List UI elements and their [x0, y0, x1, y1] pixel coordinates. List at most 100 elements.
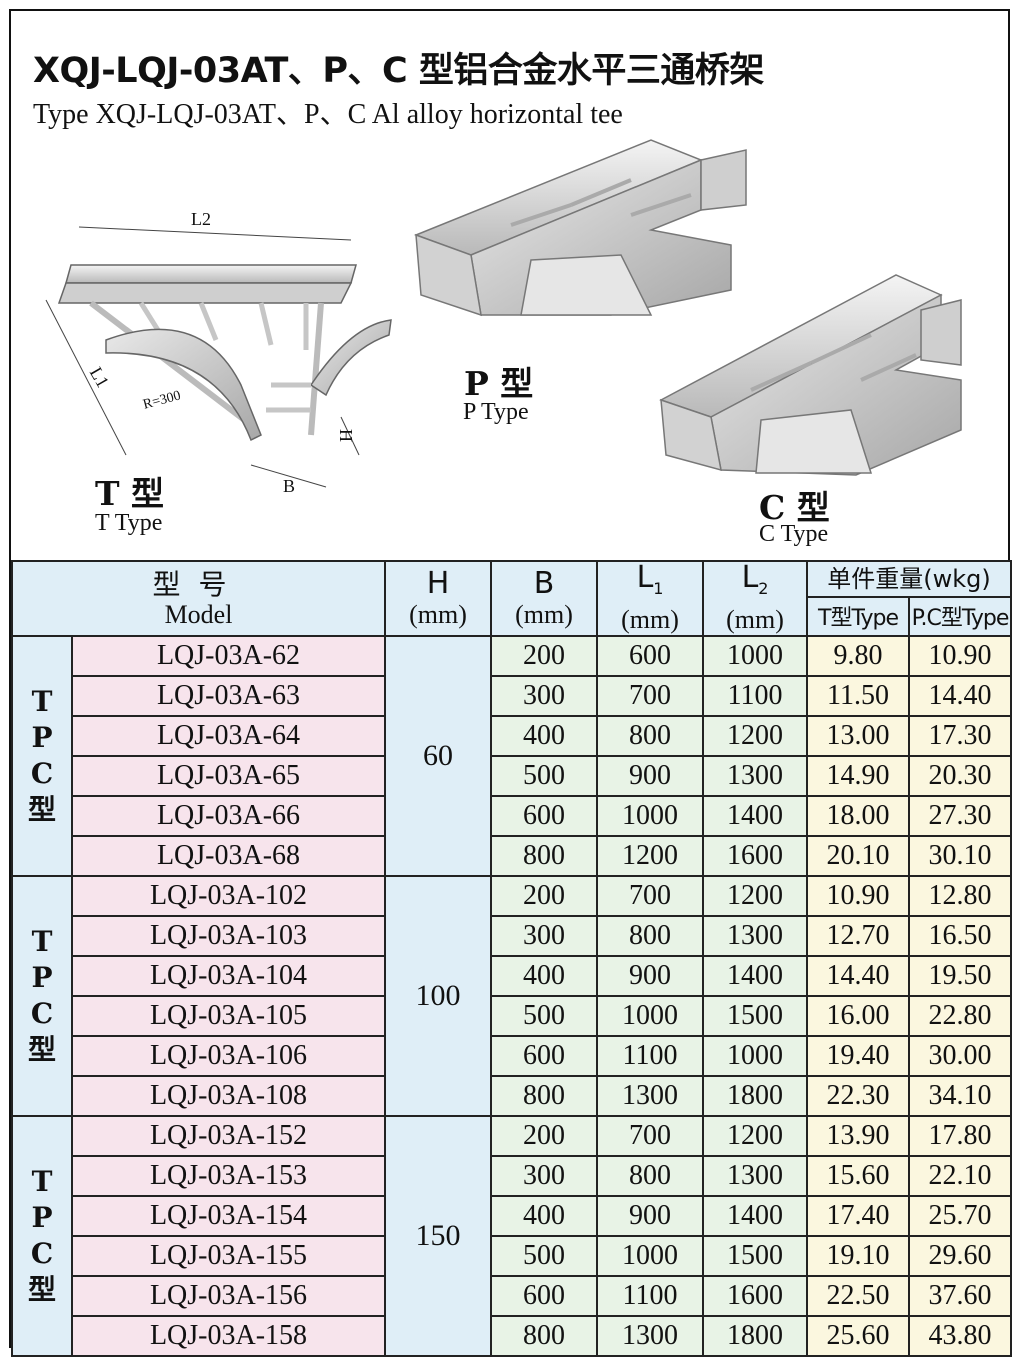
l2-cell: 1300	[702, 1155, 809, 1197]
l1-cell: 800	[596, 915, 705, 957]
l2-cell: 1400	[702, 1195, 809, 1237]
group-type-letter: C	[30, 757, 54, 790]
weight-t-cell: 12.70	[806, 915, 911, 957]
l1-cell: 1100	[596, 1275, 705, 1317]
model-cell: LQJ-03A-65	[70, 755, 387, 797]
model-cell: LQJ-03A-153	[70, 1155, 387, 1197]
b-cell: 800	[490, 1315, 599, 1357]
header-model-cn: 型号	[152, 567, 245, 601]
l2-cell: 1200	[702, 1115, 809, 1157]
l2-cell: 1000	[702, 1035, 809, 1077]
l2-cell: 1200	[702, 875, 809, 917]
l2-cell: 1000	[702, 635, 809, 677]
group-type-letter: P	[31, 1201, 53, 1234]
weight-t-cell: 20.10	[806, 835, 911, 877]
page-title: XQJ-LQJ-03AT、P、C 型铝合金水平三通桥架	[33, 51, 764, 91]
model-cell: LQJ-03A-154	[70, 1195, 387, 1237]
weight-t-cell: 25.60	[806, 1315, 911, 1357]
model-cell: LQJ-03A-63	[70, 675, 387, 717]
group-type-letter: 型	[27, 793, 56, 826]
weight-pc-cell: 10.90	[908, 635, 1013, 677]
product-drawings	[45, 139, 962, 488]
weight-pc-cell: 12.80	[908, 875, 1013, 917]
weight-t-cell: 14.90	[806, 755, 911, 797]
group-type-letter: T	[31, 1165, 53, 1198]
c-type-label-en: C Type	[759, 521, 829, 547]
c-type-drawing	[659, 274, 962, 476]
l1-cell: 900	[596, 1195, 705, 1237]
l2-cell: 1600	[702, 835, 809, 877]
l1-cell: 1000	[596, 795, 705, 837]
l1-cell: 900	[596, 755, 705, 797]
weight-t-cell: 14.40	[806, 955, 911, 997]
weight-t-cell: 22.30	[806, 1075, 911, 1117]
l2-cell: 1500	[702, 1235, 809, 1277]
weight-pc-cell: 37.60	[908, 1275, 1013, 1317]
weight-pc-cell: 43.80	[908, 1315, 1013, 1357]
l2-cell: 1300	[702, 915, 809, 957]
model-cell: LQJ-03A-103	[70, 915, 387, 957]
model-cell: LQJ-03A-66	[70, 795, 387, 837]
model-cell: LQJ-03A-62	[70, 635, 387, 677]
b-cell: 400	[490, 715, 599, 757]
weight-pc-cell: 27.30	[908, 795, 1013, 837]
header-model: 型号 Model	[10, 560, 387, 637]
p-type-drawing	[413, 139, 747, 317]
weight-t-cell: 11.50	[806, 675, 911, 717]
weight-pc-cell: 30.00	[908, 1035, 1013, 1077]
b-cell: 600	[490, 795, 599, 837]
weight-pc-cell: 29.60	[908, 1235, 1013, 1277]
model-cell: LQJ-03A-104	[70, 955, 387, 997]
weight-t-cell: 19.10	[806, 1235, 911, 1277]
p-type-label-cn: P 型	[464, 364, 534, 403]
b-cell: 800	[490, 1075, 599, 1117]
l2-cell: 1400	[702, 955, 809, 997]
model-cell: LQJ-03A-106	[70, 1035, 387, 1077]
weight-t-cell: 19.40	[806, 1035, 911, 1077]
header-h: H (mm)	[384, 560, 493, 637]
weight-t-cell: 9.80	[806, 635, 911, 677]
b-cell: 400	[490, 955, 599, 997]
l2-cell: 1500	[702, 995, 809, 1037]
l1-cell: 1100	[596, 1035, 705, 1077]
b-cell: 300	[490, 675, 599, 717]
p-type-label-en: P Type	[463, 399, 529, 425]
weight-pc-cell: 25.70	[908, 1195, 1013, 1237]
b-cell: 200	[490, 635, 599, 677]
l1-cell: 700	[596, 675, 705, 717]
b-cell: 400	[490, 1195, 599, 1237]
model-cell: LQJ-03A-156	[70, 1275, 387, 1317]
l2-cell: 1200	[702, 715, 809, 757]
l1-cell: 800	[596, 715, 705, 757]
page-subtitle: Type XQJ-LQJ-03AT、P、C Al alloy horizonta…	[33, 99, 623, 130]
b-cell: 500	[490, 755, 599, 797]
weight-pc-cell: 17.30	[908, 715, 1013, 757]
weight-pc-cell: 14.40	[908, 675, 1013, 717]
group-type-letter: 型	[27, 1273, 56, 1306]
b-cell: 500	[490, 995, 599, 1037]
l2-cell: 1800	[702, 1075, 809, 1117]
l1-cell: 1000	[596, 1235, 705, 1277]
group-type-letter: P	[31, 961, 53, 994]
group-type-letter: T	[31, 685, 53, 718]
dim-b-label: B	[283, 476, 296, 496]
model-cell: LQJ-03A-158	[70, 1315, 387, 1357]
group-type-letter: C	[30, 1237, 54, 1270]
weight-t-cell: 10.90	[806, 875, 911, 917]
weight-pc-cell: 20.30	[908, 755, 1013, 797]
b-cell: 200	[490, 875, 599, 917]
